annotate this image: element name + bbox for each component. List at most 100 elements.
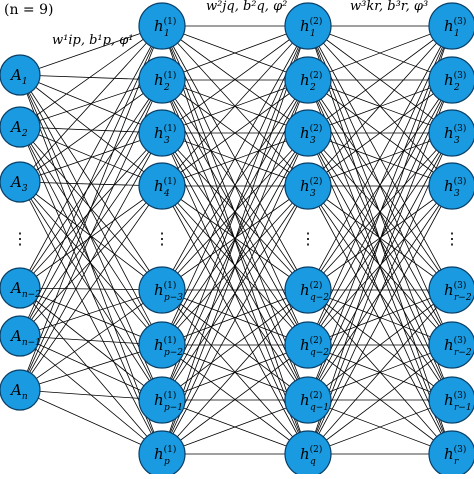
edge-hidden2-8-to-hidden3-2 bbox=[307, 132, 453, 455]
node-label: A2 bbox=[9, 118, 28, 139]
node-label: h(2)q−2 bbox=[300, 335, 329, 358]
node-circle bbox=[0, 106, 41, 148]
edge-hidden2-1-to-hidden3-0 bbox=[307, 25, 453, 81]
node-label: h(3)2 bbox=[444, 70, 466, 93]
node-circle bbox=[428, 376, 474, 424]
ellipsis-hidden2: ⋮ bbox=[300, 229, 316, 248]
edge-hidden1-7-to-hidden2-0 bbox=[161, 25, 309, 401]
edge-hidden2-2-to-hidden3-0 bbox=[307, 25, 453, 134]
edge-input-1-to-hidden1-0 bbox=[19, 25, 163, 128]
edge-input-0-to-hidden1-5 bbox=[19, 74, 163, 291]
node-hidden1-7: h(1)p−1 bbox=[138, 376, 186, 424]
edge-hidden1-3-to-hidden2-0 bbox=[161, 25, 309, 187]
node-hidden2-2: h(2)3 bbox=[284, 109, 332, 157]
node-label: h(2)1 bbox=[300, 16, 322, 39]
node-label: An−1 bbox=[9, 327, 41, 348]
node-label: h(2)3 bbox=[300, 176, 322, 199]
edge-hidden1-8-to-hidden2-6 bbox=[161, 344, 309, 455]
node-circle bbox=[284, 56, 332, 104]
edge-hidden1-8-to-hidden2-3 bbox=[161, 185, 309, 455]
edge-hidden2-5-to-hidden3-3 bbox=[307, 185, 453, 291]
edge-input-4-to-hidden1-0 bbox=[19, 25, 163, 289]
edge-input-2-to-hidden1-6 bbox=[19, 181, 163, 346]
node-label: h(1)2 bbox=[154, 70, 176, 93]
edge-hidden1-6-to-hidden2-0 bbox=[161, 25, 309, 346]
node-circle bbox=[428, 321, 474, 369]
edge-hidden2-6-to-hidden3-0 bbox=[307, 25, 453, 346]
node-label: h(3)3 bbox=[444, 176, 466, 199]
node-circle bbox=[0, 54, 41, 96]
node-hidden1-1: h(1)2 bbox=[138, 56, 186, 104]
node-label: h(1)p−1 bbox=[154, 390, 183, 413]
edge-hidden1-5-to-hidden2-3 bbox=[161, 185, 309, 291]
node-input-2: A3 bbox=[0, 161, 41, 203]
node-circle bbox=[138, 2, 186, 50]
n-label: (n = 9) bbox=[4, 2, 53, 18]
connection-edges bbox=[19, 25, 453, 455]
node-hidden3-1: h(3)2 bbox=[428, 56, 474, 104]
edge-hidden2-5-to-hidden3-2 bbox=[307, 132, 453, 291]
edge-input-4-to-hidden1-2 bbox=[19, 132, 163, 289]
node-hidden1-8: h(1)p bbox=[138, 430, 186, 478]
node-circle bbox=[138, 376, 186, 424]
node-label: h(1)3 bbox=[154, 123, 176, 146]
edge-input-6-to-hidden1-1 bbox=[19, 79, 163, 391]
node-circle bbox=[284, 2, 332, 50]
edge-hidden1-5-to-hidden2-0 bbox=[161, 25, 309, 291]
edge-input-6-to-hidden1-2 bbox=[19, 132, 163, 391]
node-label: h(3)r−2 bbox=[444, 280, 472, 303]
node-label: An−2 bbox=[9, 279, 41, 300]
node-circle bbox=[284, 162, 332, 210]
edge-hidden2-8-to-hidden3-1 bbox=[307, 79, 453, 455]
edge-input-4-to-hidden1-6 bbox=[19, 287, 163, 346]
node-label: h(3)1 bbox=[444, 16, 466, 39]
node-input-4: An−2 bbox=[0, 267, 41, 309]
node-hidden2-7: h(2)q−1 bbox=[284, 376, 332, 424]
node-label: h(2)3 bbox=[300, 123, 322, 146]
node-label: h(2)q bbox=[300, 444, 322, 467]
node-circle bbox=[428, 2, 474, 50]
node-hidden2-5: h(2)q−2 bbox=[284, 266, 332, 314]
edge-hidden2-8-to-hidden3-6 bbox=[307, 344, 453, 455]
edge-hidden2-8-to-hidden3-3 bbox=[307, 185, 453, 455]
node-hidden3-0: h(3)1 bbox=[428, 2, 474, 50]
node-hidden2-6: h(2)q−2 bbox=[284, 321, 332, 369]
node-hidden1-6: h(1)p−2 bbox=[138, 321, 186, 369]
node-hidden2-3: h(2)3 bbox=[284, 162, 332, 210]
node-label: h(3)r bbox=[444, 444, 466, 467]
edge-input-2-to-hidden1-5 bbox=[19, 181, 163, 291]
node-label: h(1)4 bbox=[154, 176, 176, 199]
ellipsis-hidden3: ⋮ bbox=[444, 229, 460, 248]
edge-hidden2-8-to-hidden3-0 bbox=[307, 25, 453, 455]
edge-hidden2-8-to-hidden3-7 bbox=[307, 399, 453, 455]
node-label: An bbox=[9, 381, 28, 402]
node-hidden1-2: h(1)3 bbox=[138, 109, 186, 157]
node-hidden2-1: h(2)2 bbox=[284, 56, 332, 104]
node-hidden1-3: h(1)4 bbox=[138, 162, 186, 210]
edge-input-0-to-hidden1-0 bbox=[19, 25, 163, 76]
node-circle bbox=[0, 267, 41, 309]
edge-hidden1-8-to-hidden2-0 bbox=[161, 25, 309, 455]
edge-input-6-to-hidden1-6 bbox=[19, 344, 163, 391]
node-hidden3-3: h(3)3 bbox=[428, 162, 474, 210]
edge-input-2-to-hidden1-1 bbox=[19, 79, 163, 183]
node-circle bbox=[138, 162, 186, 210]
node-input-5: An−1 bbox=[0, 315, 41, 357]
edge-input-5-to-hidden1-0 bbox=[19, 25, 163, 337]
node-label: h(1)p−3 bbox=[154, 280, 183, 303]
edge-hidden2-5-to-hidden3-0 bbox=[307, 25, 453, 291]
edge-hidden1-6-to-hidden2-5 bbox=[161, 289, 309, 346]
edge-input-4-to-hidden1-3 bbox=[19, 185, 163, 289]
node-circle bbox=[428, 266, 474, 314]
node-hidden3-5: h(3)r−2 bbox=[428, 266, 474, 314]
node-circle bbox=[138, 266, 186, 314]
node-circle bbox=[0, 161, 41, 203]
edge-input-4-to-hidden1-7 bbox=[19, 287, 163, 401]
node-input-6: An bbox=[0, 369, 41, 411]
node-label: h(2)2 bbox=[300, 70, 322, 93]
node-circle bbox=[138, 321, 186, 369]
edge-hidden1-8-to-hidden2-7 bbox=[161, 399, 309, 455]
